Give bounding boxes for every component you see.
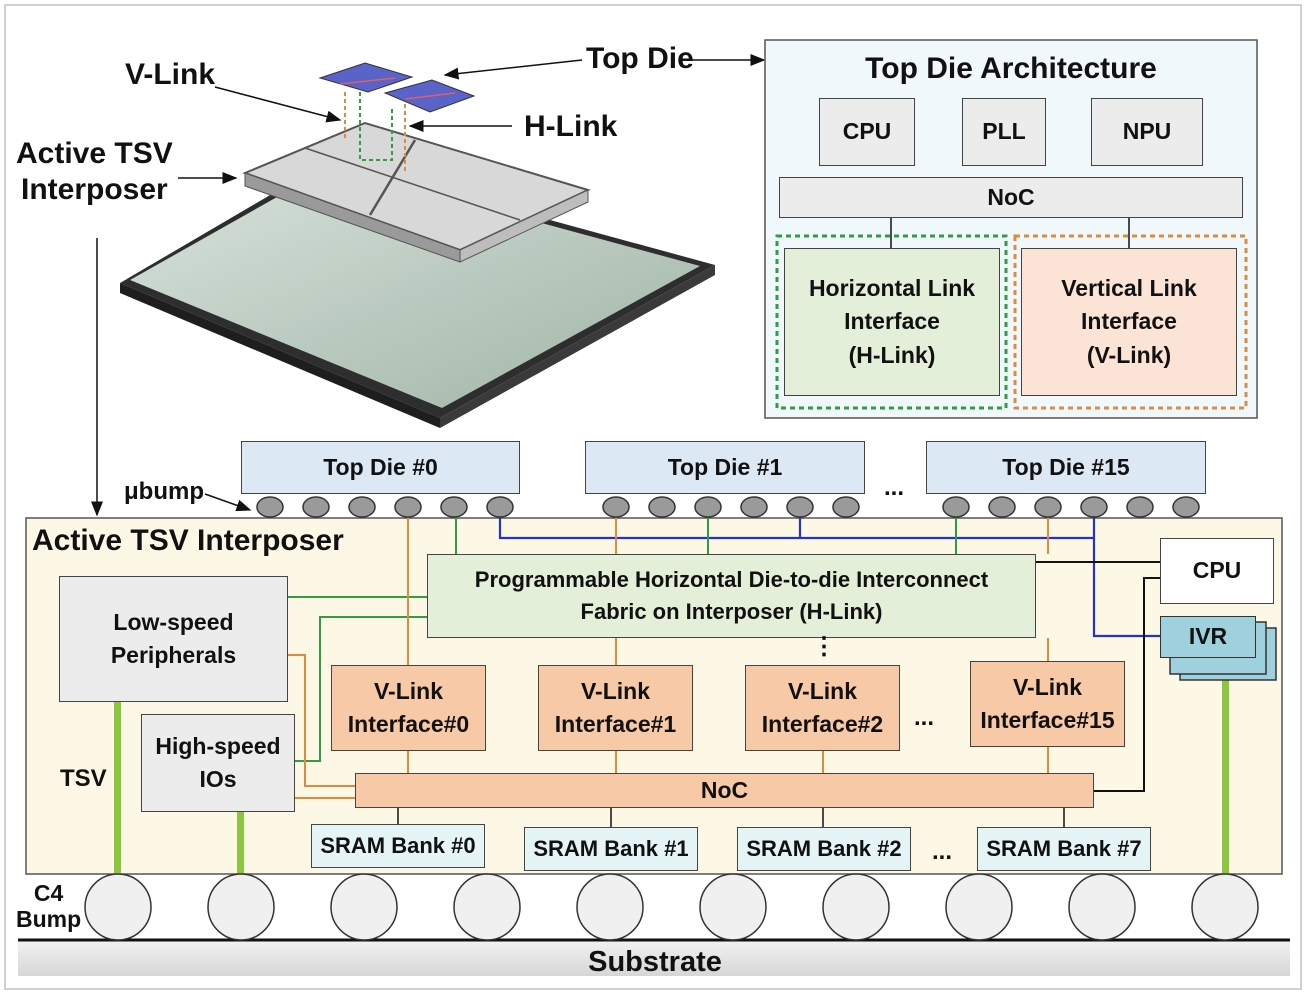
high-speed-ios-block: High-speed IOs — [141, 714, 295, 812]
h-link-fabric-block: Programmable Horizontal Die-to-die Inter… — [427, 554, 1036, 638]
top-die-npu-block: NPU — [1091, 98, 1203, 166]
vertical-link-interface-block: Vertical Link Interface (V-Link) — [1021, 248, 1237, 396]
interposer-noc-block: NoC — [355, 773, 1094, 808]
v-link-ellipsis: ... — [914, 704, 935, 731]
top-die-pll-block: PLL — [962, 98, 1046, 166]
sram-bank-0: SRAM Bank #0 — [311, 824, 485, 868]
low-speed-peripherals-block: Low-speed Peripherals — [59, 576, 288, 702]
package-illustration — [120, 62, 715, 428]
ivr-block: IVR — [1160, 616, 1256, 658]
top-die-cpu-block: CPU — [819, 98, 915, 166]
sram-bank-1: SRAM Bank #1 — [524, 827, 698, 871]
c4-bumps — [84, 873, 1259, 941]
sram-bank-7: SRAM Bank #7 — [977, 827, 1151, 871]
c4-bump-label: C4 Bump — [16, 880, 82, 933]
sram-bank-2: SRAM Bank #2 — [737, 827, 911, 871]
top-die-0: Top Die #0 — [241, 441, 520, 494]
micro-bumps — [256, 496, 1200, 518]
v-link-label: V-Link — [125, 58, 216, 91]
substrate-label: Substrate — [588, 946, 722, 978]
h-link-label: H-Link — [524, 110, 618, 143]
top-die-15: Top Die #15 — [926, 441, 1206, 494]
top-die-architecture-title: Top Die Architecture — [865, 52, 1157, 85]
figure-frame — [4, 4, 1302, 990]
ubump-label: μbump — [124, 478, 205, 505]
horizontal-link-interface-block: Horizontal Link Interface (H-Link) — [784, 248, 1000, 396]
active-tsv-interposer-label: Active TSV Interposer — [16, 137, 173, 206]
v-link-interface-0: V-Link Interface#0 — [331, 665, 486, 751]
v-link-interface-15: V-Link Interface#15 — [970, 661, 1125, 747]
top-die-noc-block: NoC — [779, 177, 1243, 218]
tsv-label: TSV — [60, 765, 107, 792]
v-link-interface-1: V-Link Interface#1 — [538, 665, 693, 751]
top-die-1: Top Die #1 — [585, 441, 865, 494]
interposer-cpu-block: CPU — [1160, 538, 1274, 604]
v-link-interface-2: V-Link Interface#2 — [745, 665, 900, 751]
sram-ellipsis: ... — [932, 838, 953, 865]
interposer-title: Active TSV Interposer — [32, 524, 344, 557]
top-die-label: Top Die — [586, 42, 694, 75]
top-die-ellipsis: ... — [884, 474, 905, 501]
h-link-vertical-ellipsis: ⋮ — [812, 633, 836, 660]
